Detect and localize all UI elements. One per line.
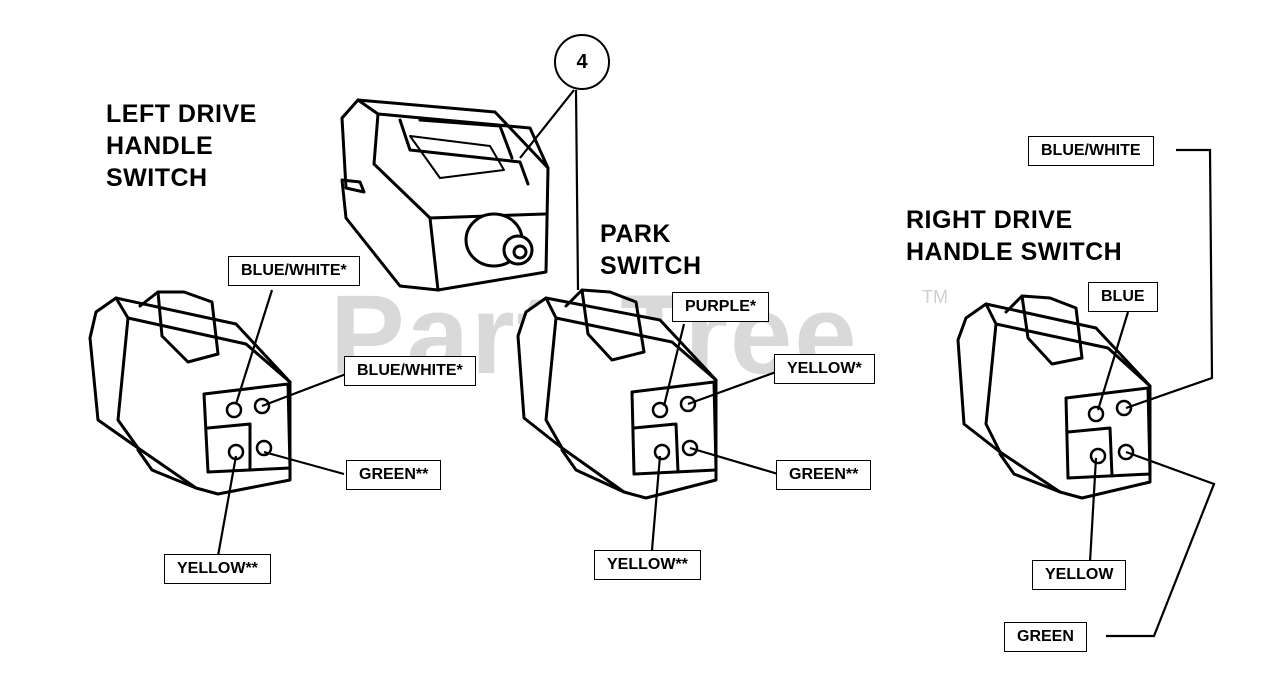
left-connector-drawing	[88, 290, 292, 496]
title-left-drive-handle-switch: LEFT DRIVE HANDLE SWITCH	[106, 100, 257, 192]
callout-leader-switch	[519, 89, 575, 159]
label-left-blue-white-top: BLUE/WHITE*	[228, 256, 360, 286]
callout-number-4: 4	[554, 34, 610, 90]
leader-left-yellow	[216, 455, 238, 557]
label-park-yellow: YELLOW*	[774, 354, 875, 384]
leader-right-blue	[1096, 311, 1130, 411]
leader-park-purple	[662, 323, 686, 407]
label-right-green: GREEN	[1004, 622, 1087, 652]
leader-park-yellow	[687, 370, 777, 406]
leader-left-blue-white-top	[234, 289, 274, 405]
leader-right-blue-white	[1125, 148, 1214, 410]
label-left-blue-white-right: BLUE/WHITE*	[344, 356, 476, 386]
label-left-yellow: YELLOW**	[164, 554, 271, 584]
label-right-blue: BLUE	[1088, 282, 1158, 312]
watermark-trademark: TM	[922, 287, 948, 307]
leader-lines	[216, 89, 1216, 638]
label-right-yellow: YELLOW	[1032, 560, 1127, 590]
leader-left-green	[263, 450, 345, 476]
leader-right-yellow	[1088, 457, 1098, 563]
leader-left-blue-white-right	[261, 372, 347, 408]
title-right-drive-handle-switch: RIGHT DRIVE HANDLE SWITCH	[906, 206, 1123, 266]
label-park-green: GREEN**	[776, 460, 872, 490]
label-park-purple: PURPLE*	[672, 292, 770, 322]
label-park-yellow-bottom: YELLOW**	[594, 550, 701, 580]
label-right-blue-white: BLUE/WHITE	[1028, 136, 1154, 166]
label-left-green: GREEN**	[346, 460, 442, 490]
callout-leader-park	[574, 89, 580, 291]
right-connector-drawing	[956, 294, 1152, 500]
switch-part-drawing	[340, 98, 550, 292]
leader-park-green	[689, 446, 779, 476]
leader-park-yellow-bottom	[650, 455, 662, 551]
leader-right-green	[1106, 450, 1216, 638]
park-connector-drawing	[516, 288, 718, 500]
title-park-switch: PARK SWITCH	[600, 220, 702, 280]
